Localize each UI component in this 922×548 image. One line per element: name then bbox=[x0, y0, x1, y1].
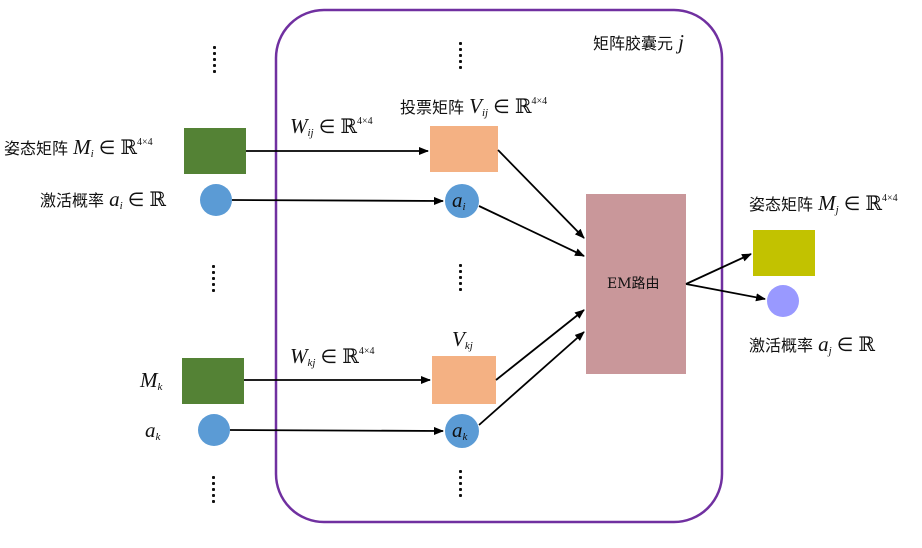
arrow-routing-to-output-act bbox=[685, 283, 766, 302]
arrow-vote-k-to-routing bbox=[495, 309, 585, 381]
inner-activation-k bbox=[445, 414, 479, 448]
ellipsis-center-top bbox=[459, 42, 463, 72]
ellipsis-left-bottom bbox=[212, 476, 216, 506]
inner-activation-label-k: ak bbox=[452, 418, 468, 443]
vote-matrix-k bbox=[432, 356, 496, 404]
input-pose-matrix-i bbox=[184, 128, 246, 174]
arrow-inner-i-to-routing bbox=[478, 205, 585, 257]
weights-label-k: Wkj ∈ ℝ4×4 bbox=[290, 344, 375, 369]
inner-activation-label-i: ai bbox=[452, 188, 466, 213]
ellipsis-left-top bbox=[213, 46, 217, 76]
capsule-title: 矩阵胶囊元 j bbox=[593, 30, 684, 54]
input-activation-label-i: 激活概率 ai ∈ ℝ bbox=[40, 187, 167, 212]
arrow-routing-to-output-pose bbox=[685, 253, 752, 285]
input-activation-i bbox=[200, 184, 232, 216]
em-routing-box bbox=[586, 194, 686, 374]
ellipsis-center-bottom bbox=[459, 470, 463, 500]
inner-activation-i bbox=[445, 184, 479, 218]
output-activation-label: 激活概率 aj ∈ ℝ bbox=[749, 332, 876, 357]
ellipsis-left-middle bbox=[212, 265, 216, 295]
input-activation-k bbox=[198, 414, 230, 446]
vote-label-k: Vkj bbox=[452, 327, 473, 352]
input-pose-label-k: Mk bbox=[140, 368, 163, 393]
vote-matrix-i bbox=[430, 126, 498, 172]
arrow-act-i-to-inner bbox=[231, 196, 444, 205]
weights-label-i: Wij ∈ ℝ4×4 bbox=[290, 114, 373, 139]
arrow-vote-i-to-routing bbox=[497, 149, 585, 239]
capsule-j-container bbox=[274, 8, 724, 524]
arrow-act-k-to-inner bbox=[229, 426, 444, 435]
input-activation-label-k: ak bbox=[145, 418, 161, 443]
output-pose-label: 姿态矩阵 Mj ∈ ℝ4×4 bbox=[749, 191, 898, 216]
routing-label: EM路由 bbox=[607, 276, 660, 292]
input-pose-matrix-k bbox=[182, 358, 244, 404]
output-activation bbox=[767, 285, 799, 317]
arrow-inner-k-to-routing bbox=[478, 331, 585, 426]
vote-label-i: 投票矩阵 Vij ∈ ℝ4×4 bbox=[400, 94, 548, 119]
ellipsis-center-middle bbox=[459, 264, 463, 294]
output-pose-matrix bbox=[753, 230, 815, 276]
input-pose-label-i: 姿态矩阵 Mi ∈ ℝ4×4 bbox=[4, 135, 153, 160]
